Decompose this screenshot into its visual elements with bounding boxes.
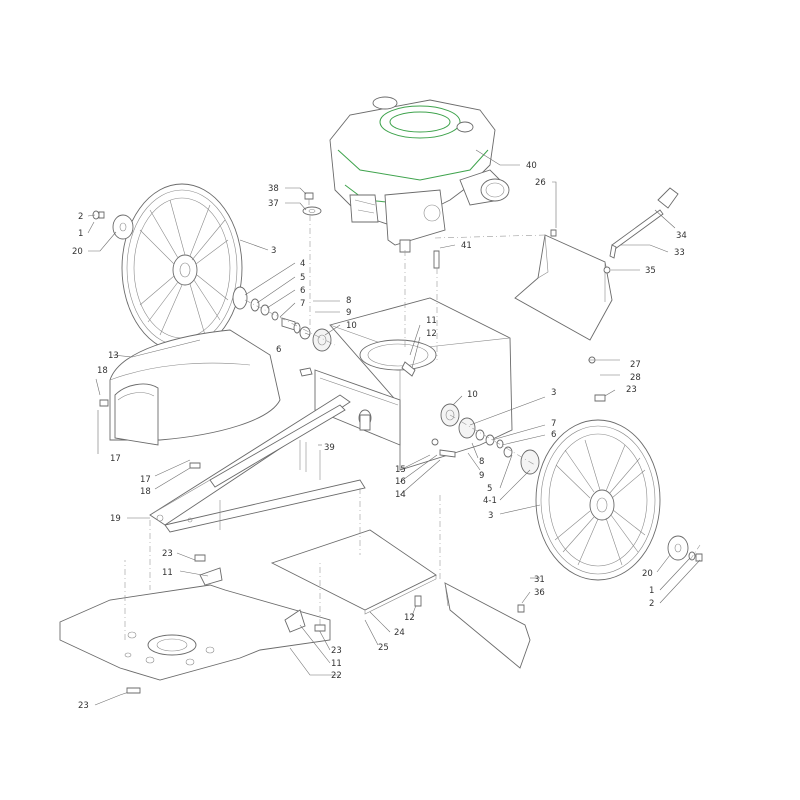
callout-6-left: 6 (300, 286, 305, 296)
callout-24: 24 (394, 628, 405, 638)
washer-37 (302, 206, 322, 216)
bracket-27 (514, 234, 613, 341)
nut-2-right (695, 553, 703, 562)
frame-19 (149, 394, 366, 533)
assembly-centerlines (124, 215, 701, 640)
callout-6-left-lower: 6 (276, 345, 281, 355)
callout-19: 19 (110, 514, 121, 524)
bolt-38 (304, 192, 314, 205)
callout-20-right: 20 (642, 569, 653, 579)
callout-25: 25 (378, 643, 389, 653)
callout-14: 14 (395, 490, 406, 500)
callout-2-left: 2 (78, 212, 83, 222)
callout-9-right: 9 (479, 471, 484, 481)
callout-1-right: 1 (649, 586, 654, 596)
callout-11-mid: 11 (162, 568, 173, 578)
callout-2-right: 2 (649, 599, 654, 609)
hardware-bits (99, 367, 606, 694)
cover-13 (109, 329, 281, 446)
callout-11-bottom: 11 (331, 659, 342, 669)
callout-37: 37 (268, 199, 279, 209)
callout-5-right: 5 (487, 484, 492, 494)
callout-7-right: 7 (551, 419, 556, 429)
callout-3-right-top: 3 (551, 388, 556, 398)
callout-23-left-bottom: 23 (78, 701, 89, 711)
hub-cap-20-right (667, 535, 689, 561)
guard-31 (444, 582, 531, 669)
callout-22: 22 (331, 671, 342, 681)
callout-17-lower: 17 (140, 475, 151, 485)
callout-40: 40 (526, 161, 537, 171)
chassis-housing (314, 297, 513, 471)
callout-18-lower: 18 (140, 487, 151, 497)
callout-18-top: 18 (97, 366, 108, 376)
callout-17-left: 17 (110, 454, 121, 464)
callout-23-bottom: 23 (331, 646, 342, 656)
callout-38: 38 (268, 184, 279, 194)
callout-23-mid: 23 (162, 549, 173, 559)
callout-1-left: 1 (78, 229, 83, 239)
screw-35 (603, 266, 611, 274)
callout-12-bottom: 12 (404, 613, 415, 623)
callout-4-1: 4-1 (483, 496, 497, 506)
callout-5-left: 5 (300, 273, 305, 283)
knob-34 (657, 187, 679, 209)
throttle-lever-33 (609, 209, 664, 259)
callout-10-left: 10 (346, 321, 357, 331)
callout-4: 4 (300, 259, 305, 269)
callout-6-right: 6 (551, 430, 556, 440)
callout-9-left: 9 (346, 308, 351, 318)
clip-11-bottom (199, 567, 223, 586)
callout-35: 35 (645, 266, 656, 276)
callout-labels: 40 38 37 26 34 33 35 41 2 1 20 3 4 5 6 7… (72, 161, 687, 711)
callout-3-left: 3 (271, 246, 276, 256)
callout-34: 34 (676, 231, 687, 241)
callout-15: 15 (395, 465, 406, 475)
callout-20-left: 20 (72, 247, 83, 257)
callout-11-top: 11 (426, 316, 437, 326)
screw-26 (550, 229, 557, 237)
callout-41: 41 (461, 241, 472, 251)
callout-8-right: 8 (479, 457, 484, 467)
callout-16: 16 (395, 477, 406, 487)
shaft-39 (299, 414, 371, 472)
callout-31: 31 (534, 575, 545, 585)
right-wheel (535, 419, 661, 581)
washer-1-right (688, 551, 696, 561)
callout-33: 33 (674, 248, 685, 258)
callout-36: 36 (534, 588, 545, 598)
deck-plate-24 (270, 529, 437, 615)
callout-8-left: 8 (346, 296, 351, 306)
callout-3-right-bottom: 3 (488, 511, 493, 521)
engine-assembly (329, 96, 510, 253)
nut-2-left (98, 211, 105, 219)
callout-27: 27 (630, 360, 641, 370)
callout-39: 39 (324, 443, 335, 453)
shaft-key-41 (433, 250, 440, 269)
callout-7-left: 7 (300, 299, 305, 309)
skid-plate-22 (59, 584, 331, 681)
callout-10-right: 10 (467, 390, 478, 400)
callout-23-right: 23 (626, 385, 637, 395)
callout-13: 13 (108, 351, 119, 361)
callout-26: 26 (535, 178, 546, 188)
hub-cap-20-left (112, 214, 134, 240)
callout-12-top: 12 (426, 329, 437, 339)
left-wheel (121, 183, 243, 353)
callout-28: 28 (630, 373, 641, 383)
